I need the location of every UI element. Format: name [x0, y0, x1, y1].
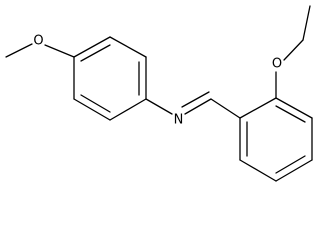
- bond-ring1-d-e: [109, 98, 147, 121]
- bond-n-ch: [184, 98, 212, 115]
- chemical-structure-diagram: O N O: [5, 5, 313, 182]
- double-bond-ring1-1: [80, 44, 111, 62]
- bond-methoxy-o-ring1: [44, 44, 75, 58]
- bond-ring1-n: [145, 98, 173, 115]
- bond-ring1-b-c: [109, 36, 147, 58]
- imine-nitrogen-label: N: [174, 113, 184, 128]
- bond-ch-ring2: [210, 98, 241, 119]
- ethoxy-oxygen-label: O: [272, 57, 282, 72]
- bond-ethoxy-o-ch2: [283, 39, 304, 61]
- bond-methyl-methoxy-o: [5, 43, 33, 58]
- bond-ring2-f-a: [239, 97, 277, 119]
- bond-ring2-c-d: [275, 159, 313, 182]
- double-bond-ring1-3: [80, 94, 111, 113]
- atom-labels: O N O: [33, 34, 282, 128]
- bond-lines: [5, 5, 313, 182]
- bond-ring2-e-f: [275, 97, 313, 119]
- methoxy-oxygen-label: O: [33, 34, 43, 49]
- bond-ring1-e-f: [73, 98, 111, 121]
- double-bond-n-ch: [181, 91, 210, 108]
- bond-ring2-b-c: [239, 159, 277, 182]
- bond-ch2-ch3: [302, 5, 311, 41]
- double-bond-ring2-2: [275, 155, 306, 174]
- bond-ring1-a-b: [73, 36, 111, 58]
- double-bond-ring2-3: [275, 105, 306, 123]
